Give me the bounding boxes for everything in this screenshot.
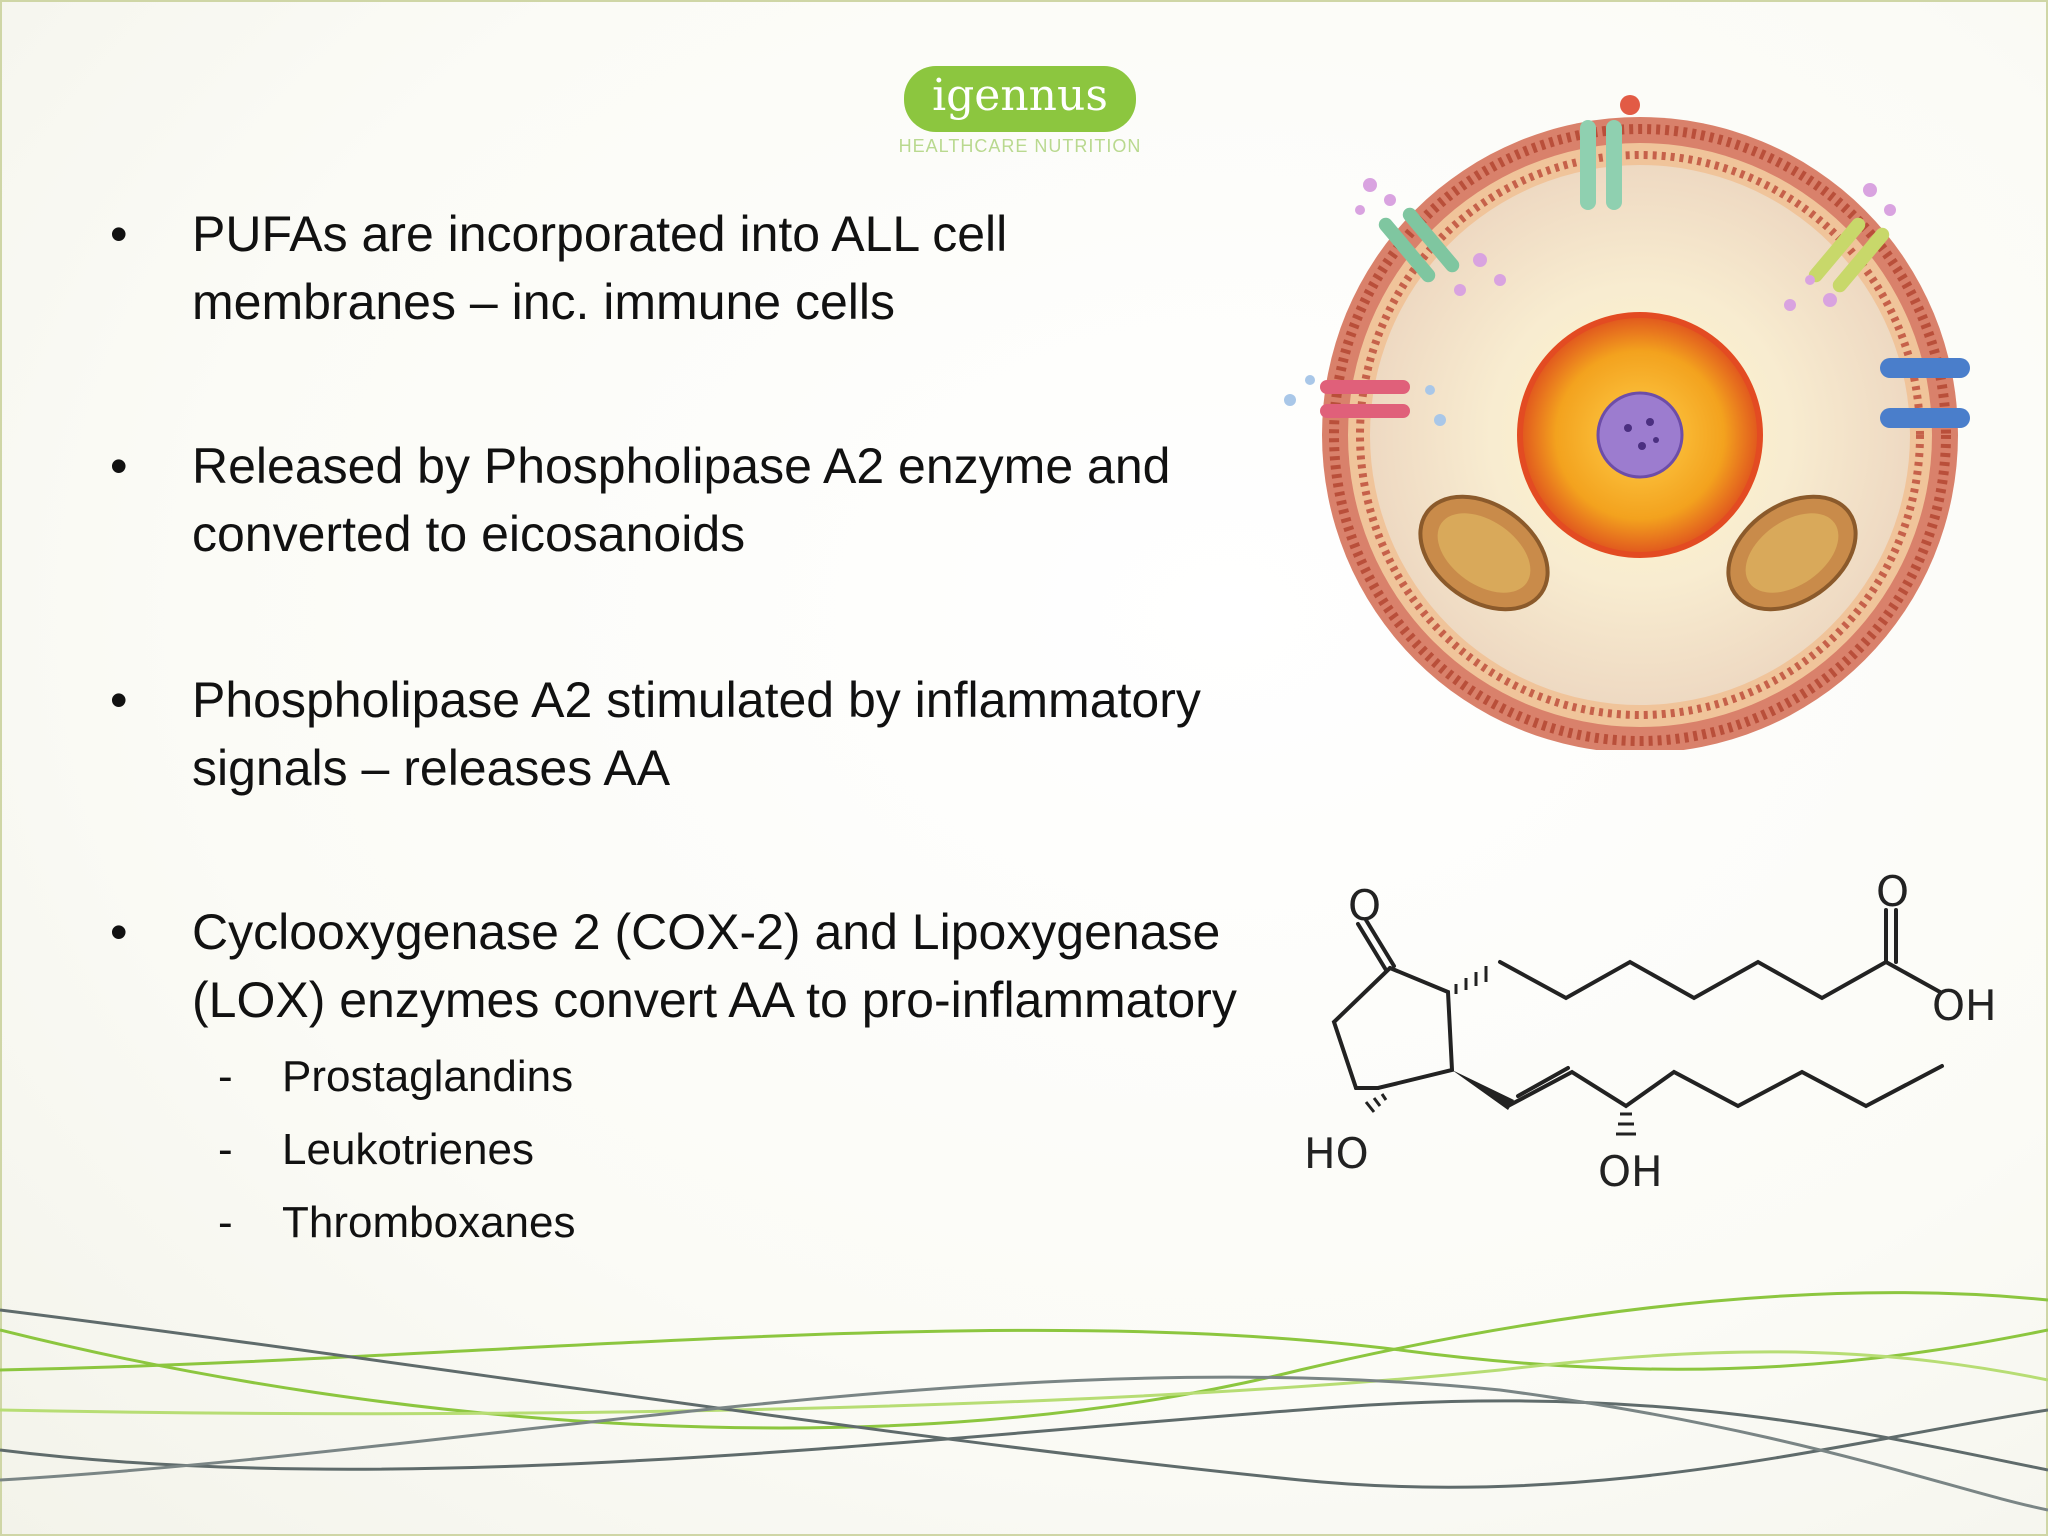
- bullet-marker: •: [110, 438, 128, 494]
- ring-hydroxyl-label: HO: [1304, 1129, 1369, 1178]
- sublist-label: Prostaglandins: [282, 1052, 574, 1101]
- sub-marker: -: [218, 1052, 233, 1101]
- molecule-particles: [1284, 95, 1896, 426]
- logo-tagline: HEALTHCARE NUTRITION: [898, 136, 1142, 156]
- bullet-line: Cyclooxygenase 2 (COX-2) and Lipoxygenas…: [192, 904, 1221, 960]
- bullet-line: membranes – inc. immune cells: [192, 274, 896, 330]
- bullet-line: converted to eicosanoids: [192, 506, 746, 562]
- cell-illustration: [1284, 95, 1970, 750]
- wave-line: [0, 1375, 2048, 1512]
- bullet-item-3: • Phospholipase A2 stimulated by inflamm…: [110, 666, 1290, 802]
- cell-nucleus: [1517, 312, 1763, 558]
- igennus-logo: igennus HEALTHCARE NUTRITION: [870, 66, 1170, 176]
- wave-line: [0, 1328, 2048, 1372]
- mitochondrion: [1418, 494, 1550, 612]
- wave-line: [0, 1350, 2048, 1416]
- sub-marker: -: [218, 1198, 233, 1247]
- bullet-item-2: • Released by Phospholipase A2 enzyme an…: [110, 432, 1290, 568]
- sublist-item: - Prostaglandins: [110, 1040, 575, 1113]
- ketone-oxygen-label: O: [1348, 881, 1381, 930]
- bullet-line: PUFAs are incorporated into ALL cell: [192, 206, 1008, 262]
- prostaglandin-structure: O O OH HO OH: [1304, 870, 1997, 1196]
- bullet-line: (LOX) enzymes convert AA to pro-inflamma…: [192, 972, 1237, 1028]
- bullet-line: Phospholipase A2 stimulated by inflammat…: [192, 672, 1201, 728]
- bullet-line: signals – releases AA: [192, 740, 671, 796]
- bullet-marker: •: [110, 206, 128, 262]
- logo-wordmark: igennus: [904, 66, 1136, 132]
- wave-line: [0, 1399, 2048, 1472]
- sublist-label: Thromboxanes: [282, 1198, 576, 1247]
- decorative-waves: [0, 1291, 2048, 1512]
- bullet-line: Released by Phospholipase A2 enzyme and: [192, 438, 1171, 494]
- bullet-item-4: • Cyclooxygenase 2 (COX-2) and Lipoxygen…: [110, 898, 1290, 1034]
- eicosanoid-sublist: - Prostaglandins - Leukotrienes - Thromb…: [110, 1040, 575, 1259]
- sublist-item: - Leukotrienes: [110, 1113, 575, 1186]
- chain-hydroxyl-label: OH: [1598, 1147, 1663, 1196]
- wave-line: [0, 1308, 2048, 1489]
- bullet-item-1: • PUFAs are incorporated into ALL cell m…: [110, 200, 1290, 336]
- acid-hydroxyl-label: OH: [1932, 981, 1997, 1030]
- membrane-channel: [1320, 120, 1970, 428]
- stereo-wedges: [1364, 966, 1636, 1136]
- molecule-bonds: [1331, 908, 1944, 1109]
- sublist-item: - Thromboxanes: [110, 1186, 575, 1259]
- sublist-label: Leukotrienes: [282, 1125, 534, 1174]
- bullet-marker: •: [110, 672, 128, 728]
- bullet-marker: •: [110, 904, 128, 960]
- acid-oxygen-label: O: [1876, 870, 1909, 916]
- sub-marker: -: [218, 1125, 233, 1174]
- mitochondrion: [1726, 494, 1858, 612]
